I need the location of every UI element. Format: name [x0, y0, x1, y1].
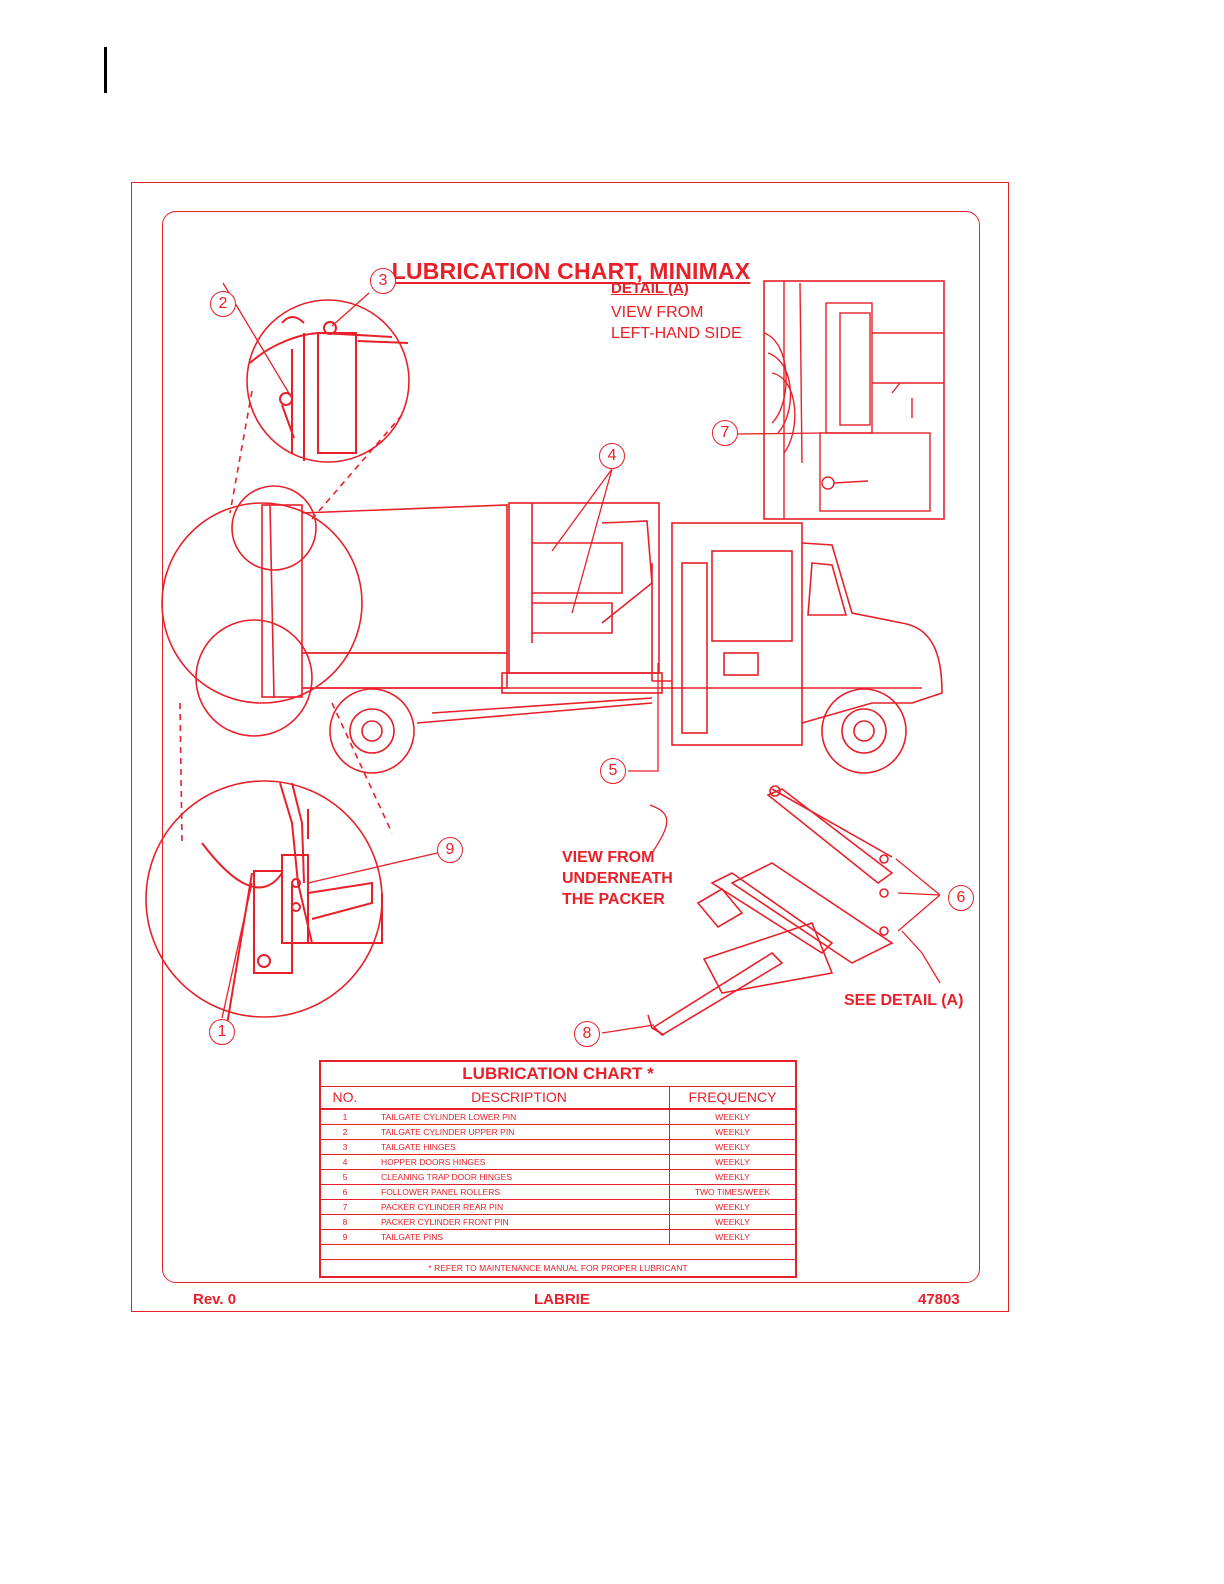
- underneath-line2: UNDERNEATH: [562, 870, 673, 887]
- leader-lines: [221, 282, 941, 1034]
- footer-revision: Rev. 0: [193, 1291, 237, 1308]
- table-blank-row: [321, 1245, 795, 1260]
- callout-5: 5: [600, 758, 626, 784]
- truck-body: [261, 502, 943, 746]
- row-no: 7: [342, 1202, 348, 1212]
- row-frequency: WEEKLY: [669, 1215, 795, 1229]
- row-no: 8: [342, 1217, 348, 1227]
- see-detail-label: SEE DETAIL (A): [844, 992, 964, 1009]
- bottom-zoom-drawing: [201, 782, 383, 1044]
- header-no: NO.: [332, 1089, 358, 1105]
- row-frequency: WEEKLY: [669, 1110, 795, 1124]
- row-description: FOLLOWER PANEL ROLLERS: [381, 1187, 501, 1197]
- margin-change-bar: [104, 47, 107, 93]
- footer-part-number: 47803: [918, 1291, 960, 1308]
- row-no: 4: [342, 1157, 348, 1167]
- callout-7: 7: [712, 420, 738, 446]
- header-description: DESCRIPTION: [471, 1089, 567, 1105]
- row-frequency: TWO TIMES/WEEK: [669, 1185, 795, 1199]
- detail-a-line2: LEFT-HAND SIDE: [611, 325, 742, 342]
- callout-6: 6: [948, 885, 974, 911]
- table-row: 4 HOPPER DOORS HINGES WEEKLY: [321, 1155, 795, 1170]
- table-row: 2 TAILGATE CYLINDER UPPER PIN WEEKLY: [321, 1125, 795, 1140]
- row-frequency: WEEKLY: [669, 1200, 795, 1214]
- packer-underside-drawing: [647, 785, 894, 1037]
- top-zoom-circle: [246, 299, 410, 463]
- row-description: TAILGATE CYLINDER LOWER PIN: [381, 1112, 517, 1122]
- row-description: CLEANING TRAP DOOR HINGES: [381, 1172, 512, 1182]
- row-frequency: WEEKLY: [669, 1170, 795, 1184]
- detail-a-line1: VIEW FROM: [611, 304, 704, 321]
- row-no: 2: [342, 1127, 348, 1137]
- footer-brand: LABRIE: [534, 1291, 590, 1308]
- table-row: 7 PACKER CYLINDER REAR PIN WEEKLY: [321, 1200, 795, 1215]
- underneath-line1: VIEW FROM: [562, 849, 655, 866]
- detail-a-drawing: [763, 281, 944, 519]
- row-no: 5: [342, 1172, 348, 1182]
- row-frequency: WEEKLY: [669, 1140, 795, 1154]
- table-row: 1 TAILGATE CYLINDER LOWER PIN WEEKLY: [321, 1110, 795, 1125]
- lubrication-table: LUBRICATION CHART * NO. DESCRIPTION FREQ…: [319, 1060, 797, 1278]
- underneath-line3: THE PACKER: [562, 891, 665, 908]
- callout-9: 9: [437, 837, 463, 863]
- table-row: 3 TAILGATE HINGES WEEKLY: [321, 1140, 795, 1155]
- decal-inner-border: LUBRICATION CHART, MINIMAX: [162, 211, 980, 1283]
- row-frequency: WEEKLY: [669, 1230, 795, 1244]
- table-row: 5 CLEANING TRAP DOOR HINGES WEEKLY: [321, 1170, 795, 1185]
- callout-2: 2: [210, 291, 236, 317]
- detail-a-heading: DETAIL (A): [611, 280, 689, 297]
- row-no: 9: [342, 1232, 348, 1242]
- row-frequency: WEEKLY: [669, 1155, 795, 1169]
- detail-a-frame: [763, 280, 945, 520]
- truck-illustration: [145, 280, 945, 1044]
- row-no: 1: [342, 1112, 348, 1122]
- row-description: TAILGATE PINS: [381, 1232, 444, 1242]
- callout-3: 3: [370, 268, 396, 294]
- chart-title: LUBRICATION CHART, MINIMAX: [391, 258, 751, 284]
- row-description: TAILGATE CYLINDER UPPER PIN: [381, 1127, 515, 1137]
- table-row: 9 TAILGATE PINS WEEKLY: [321, 1230, 795, 1245]
- header-frequency: FREQUENCY: [669, 1087, 795, 1108]
- top-zoom-drawing: [249, 316, 409, 461]
- row-description: HOPPER DOORS HINGES: [381, 1157, 486, 1167]
- row-description: TAILGATE HINGES: [381, 1142, 456, 1152]
- row-no: 6: [342, 1187, 348, 1197]
- table-title: LUBRICATION CHART *: [321, 1062, 795, 1087]
- table-header-row: NO. DESCRIPTION FREQUENCY: [321, 1087, 795, 1110]
- row-frequency: WEEKLY: [669, 1125, 795, 1139]
- callout-4: 4: [599, 443, 625, 469]
- row-description: PACKER CYLINDER FRONT PIN: [381, 1217, 509, 1227]
- table-row: 6 FOLLOWER PANEL ROLLERS TWO TIMES/WEEK: [321, 1185, 795, 1200]
- table-footnote: * REFER TO MAINTENANCE MANUAL FOR PROPER…: [428, 1263, 688, 1273]
- row-description: PACKER CYLINDER REAR PIN: [381, 1202, 504, 1212]
- decal-sheet: LUBRICATION CHART, MINIMAX: [131, 182, 1009, 1312]
- callout-1: 1: [209, 1019, 235, 1045]
- table-row: 8 PACKER CYLINDER FRONT PIN WEEKLY: [321, 1215, 795, 1230]
- row-no: 3: [342, 1142, 348, 1152]
- callout-8: 8: [574, 1021, 600, 1047]
- truck-wheels: [329, 688, 907, 774]
